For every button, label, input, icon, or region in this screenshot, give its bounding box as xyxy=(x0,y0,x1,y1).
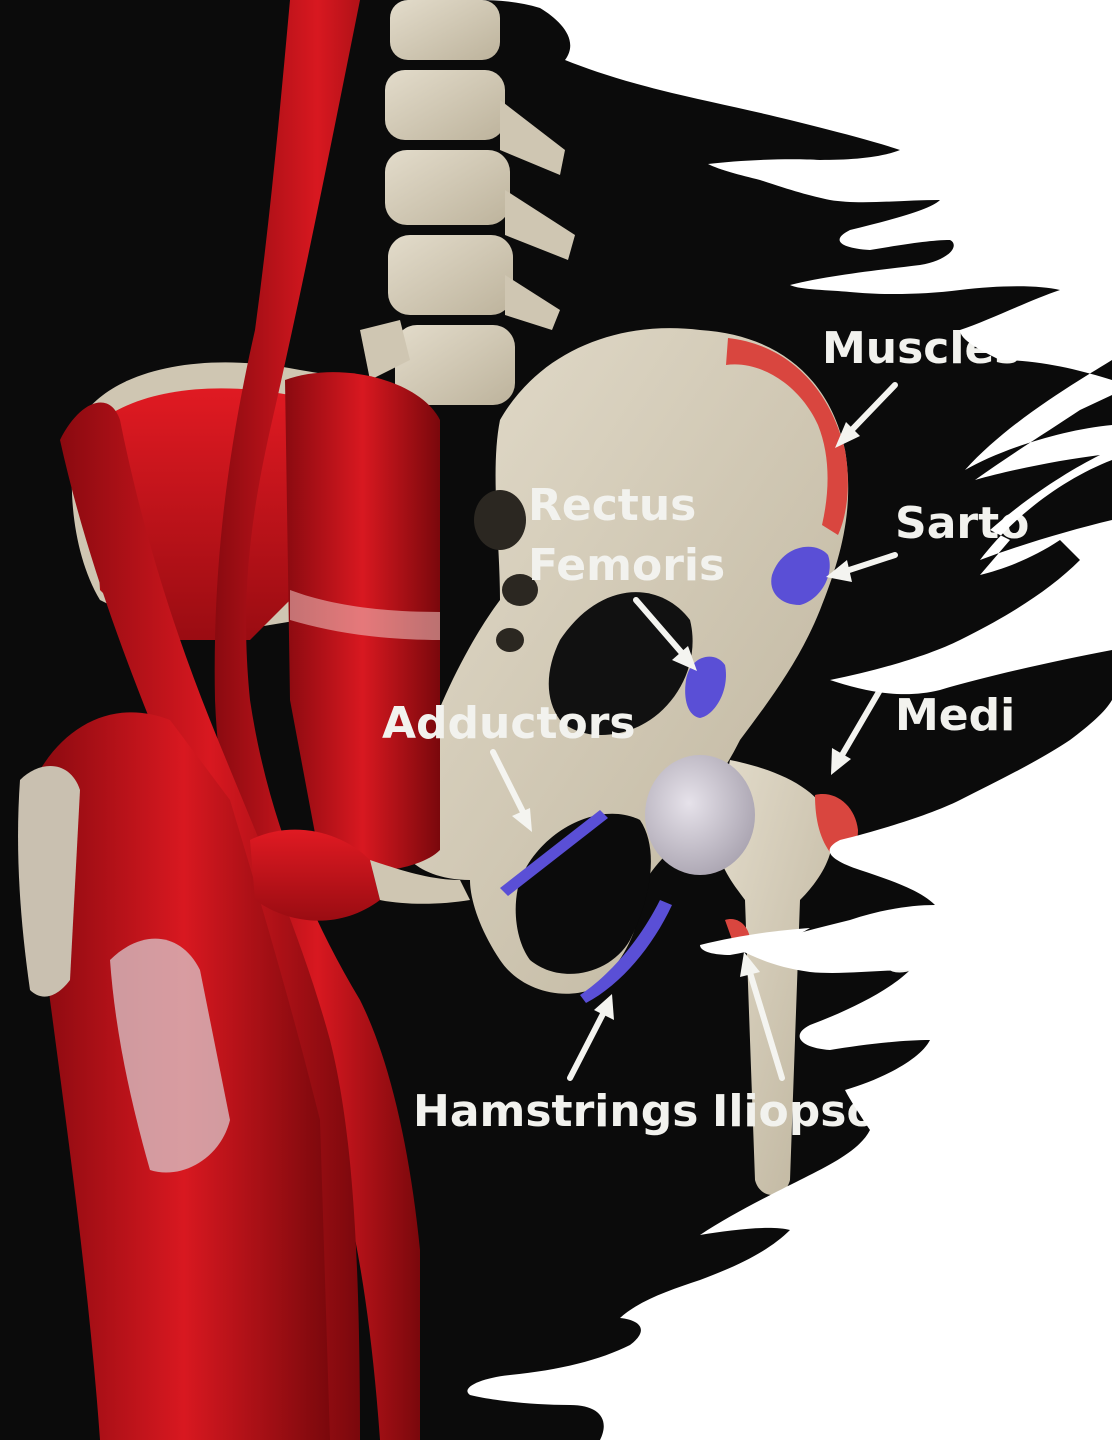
label-rectus: Rectus xyxy=(528,480,696,531)
label-hamstrings: Hamstrings xyxy=(413,1086,698,1137)
label-adductors: Adductors xyxy=(382,698,636,749)
label-femoris: Femoris xyxy=(528,540,725,591)
label-medius: Medi xyxy=(895,690,1015,741)
